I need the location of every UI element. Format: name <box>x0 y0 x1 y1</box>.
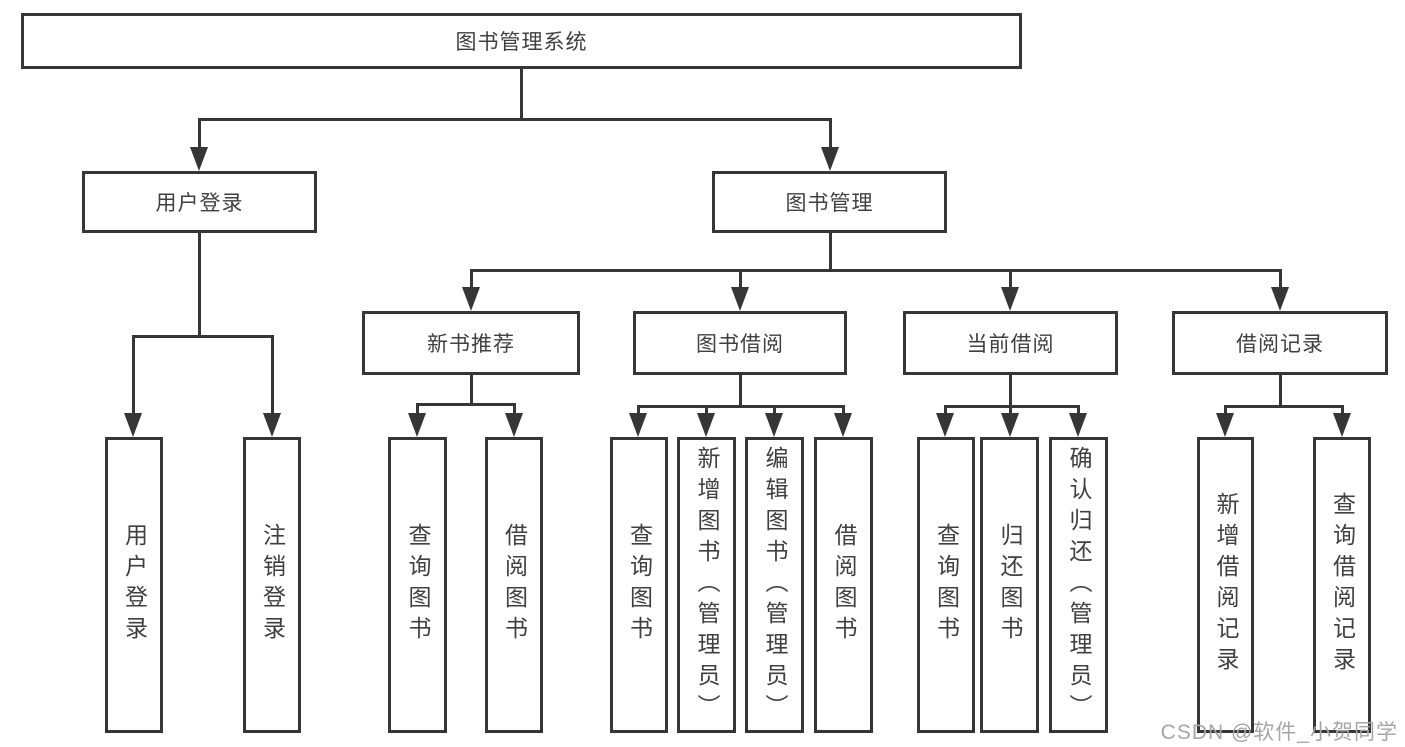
leaf-user-login: 用户登录 <box>105 437 163 733</box>
leaf-borrow-books: 借阅图书 <box>814 437 873 733</box>
arrow-down-icon <box>936 413 954 437</box>
connector-line <box>773 405 776 413</box>
arrow-down-icon <box>505 413 523 437</box>
connector-line <box>842 405 845 413</box>
connector-line <box>705 405 708 413</box>
connector-line <box>739 375 742 405</box>
connector-line <box>637 405 845 408</box>
leaf-query-books-borrow: 查询图书 <box>610 437 668 733</box>
arrow-down-icon <box>124 413 142 437</box>
arrow-down-icon <box>263 413 281 437</box>
leaf-edit-book-admin: 编辑图书（管理员） <box>745 437 804 733</box>
connector-line <box>1009 405 1012 413</box>
watermark: CSDN @软件_小贺同学 <box>1160 721 1398 744</box>
connector-line <box>1279 375 1282 405</box>
connector-line <box>198 118 832 121</box>
connector-line <box>637 405 640 413</box>
connector-line <box>739 269 742 289</box>
arrow-down-icon <box>1001 287 1019 311</box>
leaf-query-books-recommend: 查询图书 <box>388 437 447 733</box>
leaf-return-book: 归还图书 <box>980 437 1039 733</box>
arrow-down-icon <box>1001 413 1019 437</box>
arrow-down-icon <box>1333 413 1351 437</box>
leaf-query-borrow-record: 查询借阅记录 <box>1313 437 1371 733</box>
connector-line <box>470 269 473 289</box>
connector-line <box>520 69 523 118</box>
connector-line <box>944 405 1080 408</box>
connector-line <box>416 403 419 413</box>
connector-line <box>132 335 135 413</box>
connector-line <box>416 403 516 406</box>
connector-line <box>1341 405 1344 413</box>
arrow-down-icon <box>1271 287 1289 311</box>
arrow-down-icon <box>1069 413 1087 437</box>
connector-line <box>198 118 201 149</box>
connector-line <box>132 335 274 338</box>
arrow-down-icon <box>834 413 852 437</box>
connector-line <box>470 375 473 403</box>
arrow-down-icon <box>190 147 208 171</box>
connector-line <box>944 405 947 413</box>
arrow-down-icon <box>462 287 480 311</box>
arrow-down-icon <box>821 147 839 171</box>
node-borrow-records: 借阅记录 <box>1172 311 1388 375</box>
leaf-borrow-books-recommend: 借阅图书 <box>485 437 543 733</box>
node-current-borrow: 当前借阅 <box>903 311 1118 375</box>
node-book-borrow: 图书借阅 <box>633 311 847 375</box>
arrow-down-icon <box>765 413 783 437</box>
connector-line <box>1224 405 1227 413</box>
connector-line <box>271 335 274 413</box>
connector-line <box>1009 375 1012 405</box>
node-book-management: 图书管理 <box>712 171 947 233</box>
arrow-down-icon <box>697 413 715 437</box>
node-new-book-recommend: 新书推荐 <box>362 311 580 375</box>
leaf-add-borrow-record: 新增借阅记录 <box>1197 437 1254 733</box>
arrow-down-icon <box>731 287 749 311</box>
leaf-confirm-return-admin: 确认归还（管理员） <box>1049 437 1108 733</box>
leaf-logout: 注销登录 <box>243 437 301 733</box>
connector-line <box>198 233 201 335</box>
arrow-down-icon <box>629 413 647 437</box>
connector-line <box>1279 269 1282 289</box>
connector-line <box>829 118 832 149</box>
connector-line <box>829 233 832 269</box>
arrow-down-icon <box>408 413 426 437</box>
leaf-query-books-current: 查询图书 <box>917 437 975 733</box>
connector-line <box>1224 405 1344 408</box>
connector-line <box>1009 269 1012 289</box>
connector-line <box>470 269 1282 272</box>
arrow-down-icon <box>1216 413 1234 437</box>
node-user-login: 用户登录 <box>82 171 317 233</box>
connector-line <box>1077 405 1080 413</box>
leaf-add-book-admin: 新增图书（管理员） <box>677 437 736 733</box>
node-root: 图书管理系统 <box>21 13 1022 69</box>
connector-line <box>513 403 516 413</box>
